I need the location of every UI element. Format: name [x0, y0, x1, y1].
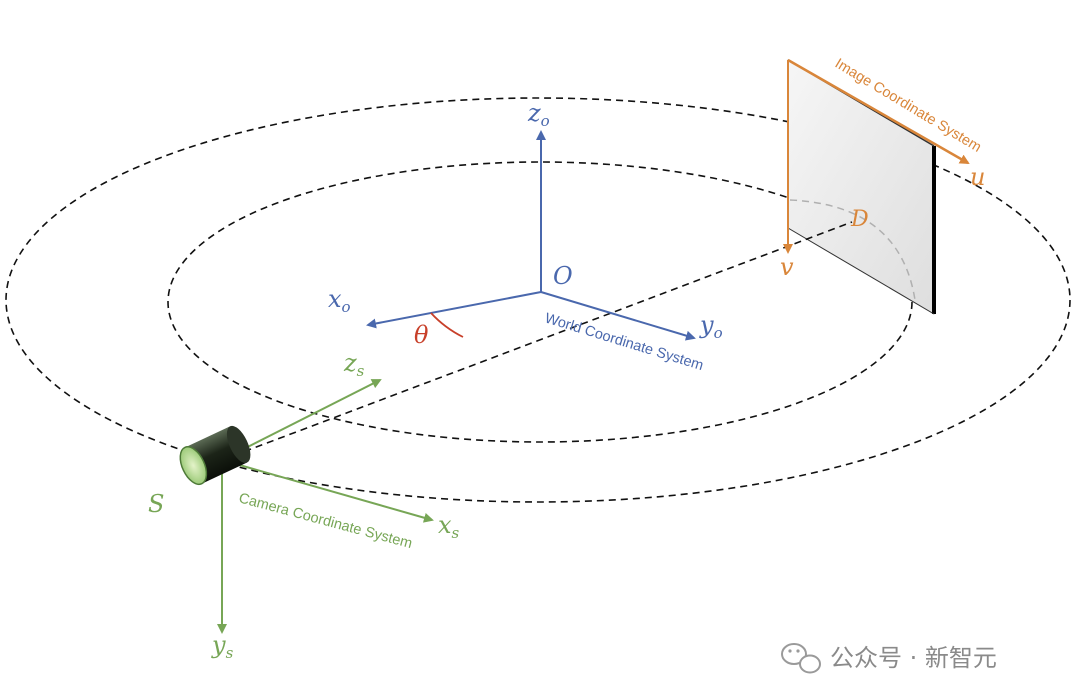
world-z-label: zo — [527, 99, 550, 130]
origin-label: O — [553, 262, 573, 290]
camera-source — [179, 425, 251, 486]
camera-z-label: zs — [343, 349, 365, 380]
image-u-axis — [787, 58, 970, 165]
camera-system-label: Camera Coordinate System — [237, 490, 414, 552]
theta-arc — [430, 312, 464, 338]
image-v-label: v — [780, 253, 794, 281]
world-axes — [366, 130, 696, 341]
wechat-icon — [781, 643, 821, 674]
outer-orbit — [5, 97, 1071, 503]
camera-x-axis — [221, 459, 434, 523]
world-y-label: yo — [699, 311, 723, 342]
watermark: 公众号 · 新智元 — [781, 643, 997, 674]
detector-label: D — [850, 207, 869, 232]
camera-x-label: xs — [438, 511, 460, 542]
image-u-label: u — [970, 163, 985, 191]
central-ray — [221, 221, 853, 461]
watermark-text: 公众号 · 新智元 — [830, 644, 997, 672]
world-x-label: xo — [328, 285, 351, 316]
theta-label: θ — [414, 321, 429, 349]
orbit-behind-plane — [789, 199, 916, 301]
source-label: S — [148, 490, 164, 518]
inner-orbit — [167, 161, 913, 443]
camera-lens — [179, 446, 208, 486]
camera-y-label: ys — [211, 631, 234, 662]
world-system-label: World Coordinate System — [543, 311, 705, 375]
image-axes — [783, 58, 970, 254]
world-x-axis — [366, 291, 542, 329]
camera-back-cap — [226, 425, 251, 463]
world-y-axis — [540, 291, 696, 341]
detector-bottom-edge — [787, 227, 935, 315]
